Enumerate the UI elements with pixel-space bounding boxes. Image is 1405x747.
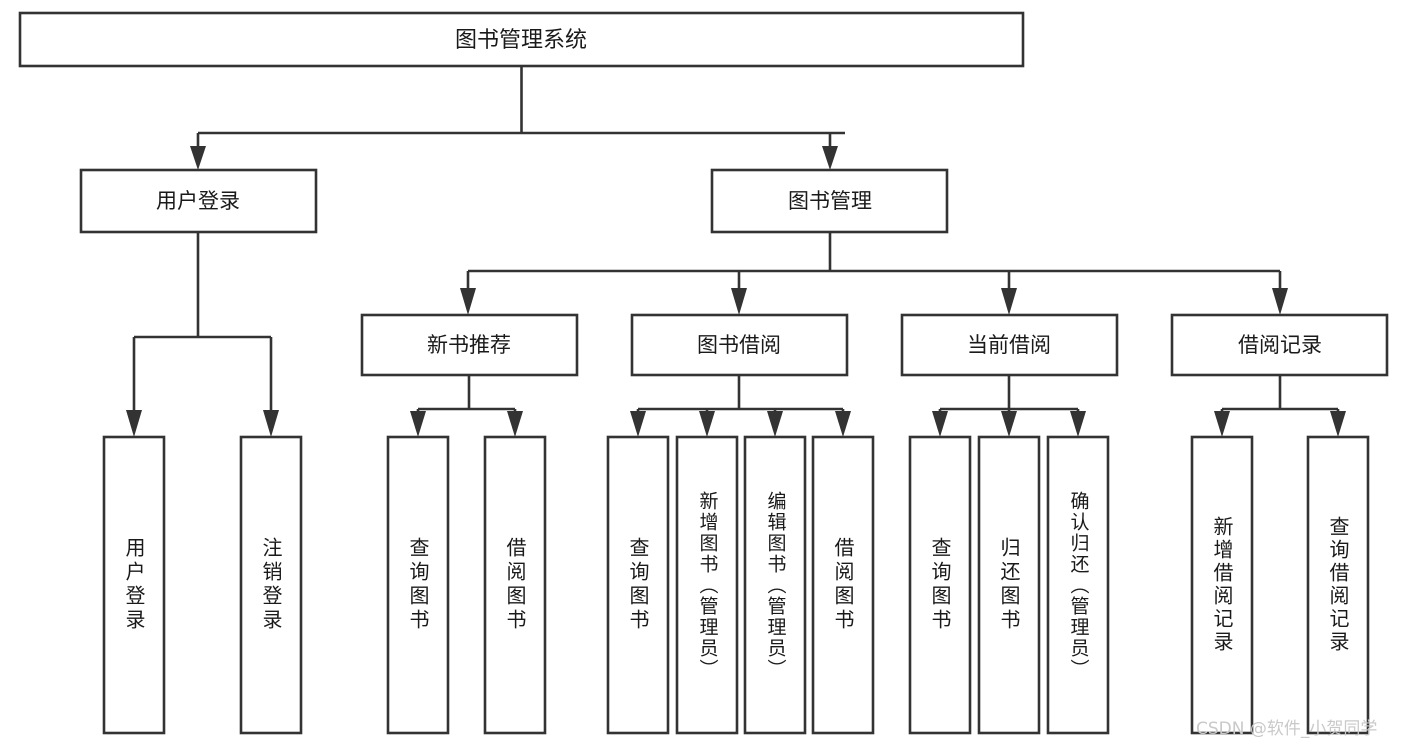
leaf-query-record-box[interactable] — [1306, 435, 1370, 735]
arrowhead-new-book-recommend — [460, 288, 476, 315]
leaf-return-book-box[interactable] — [977, 435, 1041, 735]
leaf-add-book-box[interactable] — [675, 435, 739, 735]
arrowhead-leaf-user-logout — [263, 410, 279, 437]
arrowhead-leaf-edit-book — [767, 411, 783, 437]
book-borrow-box[interactable] — [630, 313, 849, 377]
leaf-add-record-box[interactable] — [1190, 435, 1254, 735]
user-login-label: 用户登录 — [156, 189, 240, 213]
new-book-recommend-label: 新书推荐 — [427, 333, 511, 357]
node-current-borrow[interactable]: 当前借阅 — [900, 313, 1119, 377]
arrowhead-leaf-add-book — [699, 411, 715, 437]
borrow-record-box[interactable] — [1170, 313, 1389, 377]
connector-layer — [126, 66, 1346, 437]
leaf-edit-book-box[interactable] — [743, 435, 807, 735]
borrow-record-label: 借阅记录 — [1238, 333, 1322, 357]
arrowhead-borrow-record — [1272, 288, 1288, 315]
arrowhead-leaf-return-book — [1001, 411, 1017, 437]
arrowhead-book-manage — [822, 146, 838, 170]
arrowhead-leaf-query-book-1 — [410, 411, 426, 437]
node-book-borrow[interactable]: 图书借阅 — [630, 313, 849, 377]
leaf-user-logout-box[interactable] — [239, 435, 303, 735]
node-borrow-record[interactable]: 借阅记录 — [1170, 313, 1389, 377]
new-book-recommend-box[interactable] — [360, 313, 579, 377]
leaf-box-layer — [102, 435, 1370, 735]
arrowhead-leaf-borrow-book-2 — [835, 411, 851, 437]
leaf-confirm-return-box[interactable] — [1046, 435, 1110, 735]
arrowhead-leaf-query-record — [1330, 411, 1346, 437]
current-borrow-label: 当前借阅 — [967, 333, 1051, 357]
book-borrow-label: 图书借阅 — [697, 333, 781, 357]
node-book-manage[interactable]: 图书管理 — [710, 168, 949, 234]
root-label: 图书管理系统 — [455, 28, 587, 53]
leaf-borrow-book-1-box[interactable] — [483, 435, 547, 735]
user-login-box[interactable] — [79, 168, 318, 234]
node-root[interactable]: 图书管理系统 — [18, 11, 1025, 68]
csdn-watermark: CSDN @软件_小贺同学 — [1196, 719, 1378, 739]
arrowhead-book-borrow — [731, 288, 747, 315]
arrowhead-current-borrow — [1001, 288, 1017, 315]
book-manage-label: 图书管理 — [788, 189, 872, 213]
arrowhead-user-login — [190, 146, 206, 170]
leaf-borrow-book-2-box[interactable] — [811, 435, 875, 735]
leaf-query-book-3-box[interactable] — [908, 435, 972, 735]
arrowhead-leaf-query-book-2 — [630, 411, 646, 437]
arrowhead-leaf-confirm-return — [1070, 411, 1086, 437]
arrowhead-leaf-add-record — [1214, 411, 1230, 437]
arrowhead-leaf-user-login — [126, 410, 142, 437]
root-box[interactable] — [18, 11, 1025, 68]
leaf-user-login-box[interactable] — [102, 435, 166, 735]
node-user-login[interactable]: 用户登录 — [79, 168, 318, 234]
node-new-book-recommend[interactable]: 新书推荐 — [360, 313, 579, 377]
current-borrow-box[interactable] — [900, 313, 1119, 377]
leaf-query-book-1-box[interactable] — [386, 435, 450, 735]
leaf-query-book-2-box[interactable] — [606, 435, 670, 735]
book-manage-box[interactable] — [710, 168, 949, 234]
arrowhead-leaf-query-book-3 — [932, 411, 948, 437]
arrowhead-leaf-borrow-book-1 — [507, 411, 523, 437]
